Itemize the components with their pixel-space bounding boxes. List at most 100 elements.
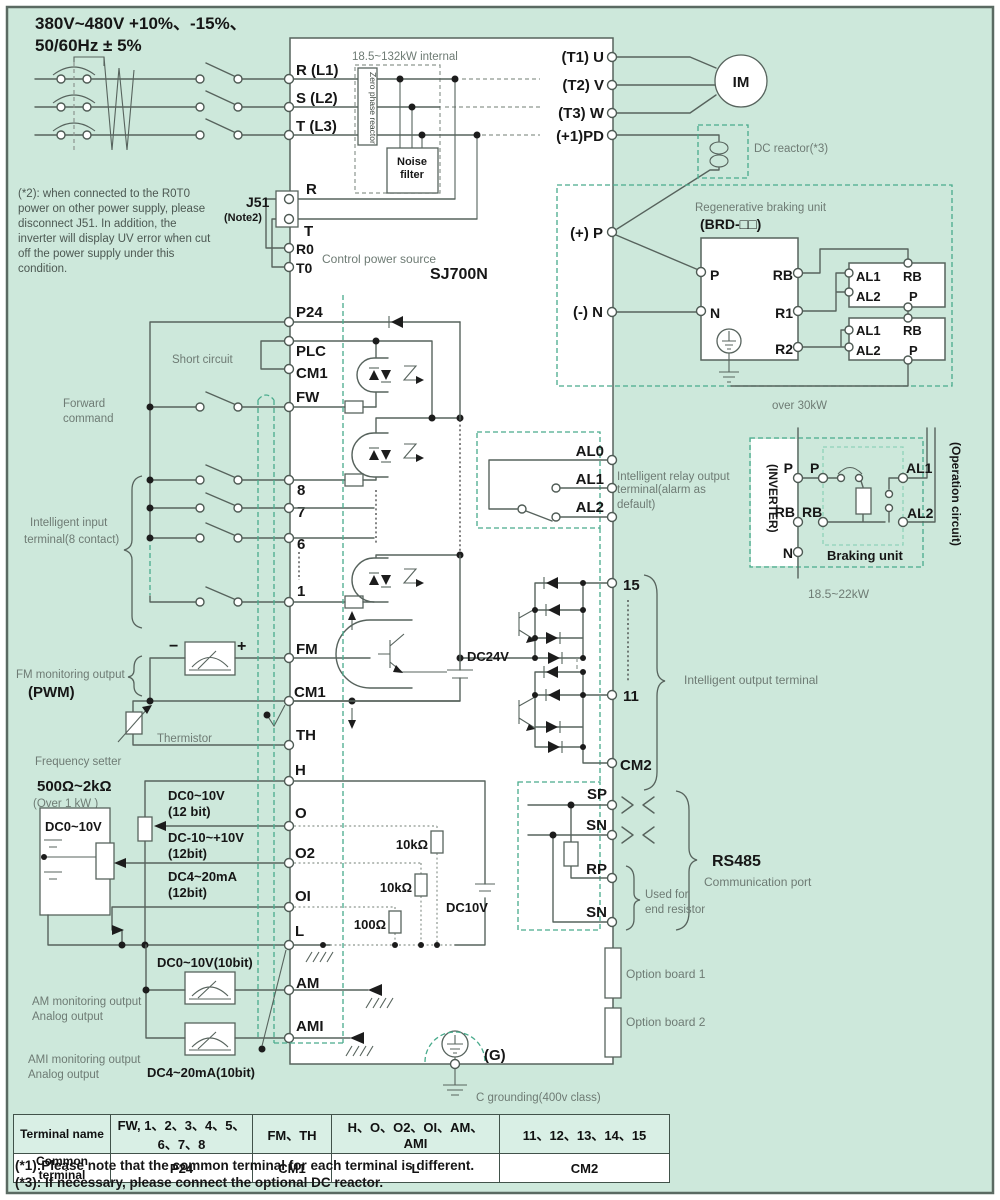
table-cell: FM、TH [252,1114,332,1154]
label-15: 15 [623,577,640,594]
label-dc-source: DC0~10V [45,819,102,834]
label-dc0-10v: DC0~10V [168,788,225,803]
note2-line5: off the power supply under this [18,248,175,260]
label-G: (G) [484,1047,506,1064]
braking-unit-22kw-section: (INVERTER) P P RB RB N AL1 AL2 Braking u… [749,427,963,601]
label-7: 7 [297,504,305,521]
label-T2V: (T2) V [562,77,604,94]
label-rs485: RS485 [712,853,761,870]
label-short-circuit: Short circuit [172,354,234,366]
terminal-AMI [283,1032,295,1044]
label-forward-1: Forward [63,398,105,410]
label-option-2: Option board 2 [626,1015,706,1029]
label-S-L2: S (L2) [296,90,338,107]
meter-plus: + [237,638,246,655]
terminal-1 [283,596,295,608]
label-input-group-2: terminal(8 contact) [24,534,119,546]
label-relay-3: default) [617,499,656,511]
label-bu-P1: P [784,460,793,476]
table-cell: Common terminal [13,1153,111,1183]
table-cell: 11、12、13、14、15 [499,1114,670,1154]
label-intelligent-output: Intelligent output terminal [684,673,818,687]
label-dc24v: DC24V [467,649,509,664]
label-L: L [295,923,304,940]
table-cell: H、O、O2、OI、AM、AMI [331,1114,500,1154]
terminal-CM2 [606,757,618,769]
label-j51-note: (Note2) [224,212,262,224]
input-terminal-section: P24 Short circuit PLC CM1 Forward comman… [24,304,464,630]
label-ctrl-R: R [306,181,317,198]
terminal-SN [606,829,618,841]
terminal-N [606,306,618,318]
table-cell: FW, 1、2、3、4、5、6、7、8 [110,1114,253,1154]
label-bu-AL2: AL2 [907,505,934,521]
label-22kw-range: 18.5~22kW [808,587,870,601]
meter-minus: − [169,638,178,655]
output-terminal-section: 15 11 CM2 Intelligent output terminal DC… [293,321,818,791]
optocoupler-fw [356,340,424,408]
terminal-FW [283,401,295,413]
label-10k-2: 10kΩ [380,880,412,895]
label-model: SJ700N [430,266,488,283]
label-option-1: Option board 1 [626,967,706,981]
terminal-CM1a [283,363,295,375]
label-brd: (BRD-□□) [700,216,761,232]
label-12bit-a: (12 bit) [168,804,211,819]
terminal-P [606,226,618,238]
label-T3W: (T3) W [558,105,605,122]
label-used-for: Used for [645,889,689,901]
table-cell: Terminal name [13,1114,111,1154]
shield-lines [257,295,344,1053]
terminal-6 [283,532,295,544]
label-T-L3: T (L3) [296,118,337,135]
label-11: 11 [623,688,639,705]
label-over-1kw: (Over 1 kW ) [33,798,98,810]
label-TH: TH [296,727,316,744]
control-power-section: (*2): when connected to the R0T0 power o… [18,181,488,283]
label-plus-P: (+) P [570,225,603,242]
terminal-G [449,1058,461,1070]
regen-braking-section: Regenerative braking unit (BRD-□□) P N R… [556,184,953,412]
label-fm-monitoring: FM monitoring output [16,669,125,681]
label-6: 6 [297,536,305,553]
terminal-S [283,101,295,113]
terminal-AL0 [606,454,618,466]
label-thermistor: Thermistor [157,733,212,745]
terminal-TH [283,739,295,751]
label-minus-N: (-) N [573,304,603,321]
label-box1-AL2: AL2 [856,289,881,304]
label-regen-title: Regenerative braking unit [695,202,827,214]
table-row-common-terminal: Common terminal P24 CM1 L CM2 [13,1153,670,1183]
label-1: 1 [297,583,305,600]
terminal-PD [606,129,618,141]
label-zero-phase-reactor: Zero phase reactor [368,72,378,144]
label-dc4-20ma: DC4~20mA [168,869,238,884]
supply-heading: 380V~480V +10%、-15%、 50/60Hz ± 5% [35,14,247,55]
label-bu-AL1: AL1 [906,460,933,476]
label-internal-range: 18.5~132kW internal [352,51,458,63]
terminal-CM1 [283,695,295,707]
label-dc4-20ma-10bit: DC4~20mA(10bit) [147,1065,255,1080]
label-c-grounding: C grounding(400v class) [476,1092,601,1104]
label-OI: OI [295,888,311,905]
label-ctrl-T: T [304,223,313,240]
label-box2-AL2: AL2 [856,343,881,358]
supply-frequency: 50/60Hz ± 5% [35,36,142,55]
note2-line3: disconnect J51. In addition, the [18,218,177,230]
label-box1-P: P [909,289,918,304]
label-dc0-10v-10bit: DC0~10V(10bit) [157,955,253,970]
label-am-analog: Analog output [32,1011,104,1023]
label-bu-RB2: RB [802,504,822,520]
phase-input-circuit: R (L1) S (L2) T (L3) [34,56,339,151]
label-ami-analog: Analog output [28,1069,100,1081]
label-AL2: AL2 [576,499,604,516]
optocoupler-mid [351,417,461,481]
footnote-2: (*3): If necessary, please connect the o… [15,1175,384,1190]
p24-diode [391,316,403,328]
label-pwm: (PWM) [28,684,75,701]
terminal-SN2 [606,916,618,928]
label-SN: SN [586,817,607,834]
motor-circle [714,54,768,108]
terminal-P24 [283,316,295,328]
